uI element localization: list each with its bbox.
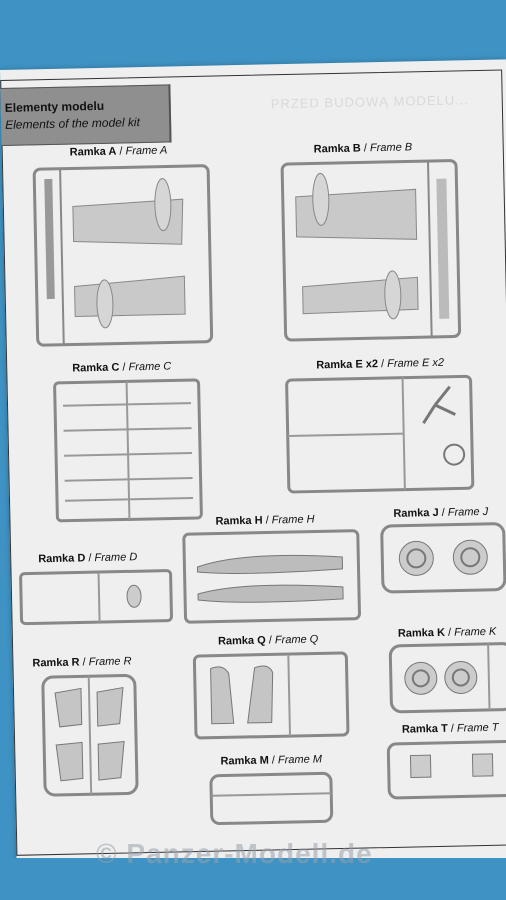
frame-q-label: Ramka Q / Frame Q [217, 633, 319, 648]
frame-k-name: Ramka K [397, 626, 446, 640]
frame-b-label: Ramka B / Frame B [313, 141, 413, 156]
frame-q-en: Frame Q [274, 633, 319, 647]
frame-k-label: Ramka K / Frame K [397, 625, 497, 640]
frame-k-sprue [388, 641, 506, 714]
frame-h-en: Frame H [271, 513, 315, 527]
frame-h-label: Ramka H / Frame H [215, 513, 315, 528]
frame-b-name: Ramka B [313, 142, 361, 156]
watermark: © Panzer-Modell.de [96, 838, 373, 869]
frame-c-name: Ramka C [72, 361, 120, 375]
frame-m-name: Ramka M [220, 754, 269, 768]
frame-d-sprue [19, 568, 174, 626]
frame-a-name: Ramka A [69, 145, 117, 159]
frame-q-name: Ramka Q [217, 634, 266, 648]
frame-r-label: Ramka R / Frame R [32, 655, 132, 670]
frame-c-sprue [53, 378, 204, 523]
frame-r-name: Ramka R [32, 656, 80, 670]
frame-k-en: Frame K [454, 625, 497, 639]
frame-d-name: Ramka D [38, 552, 86, 566]
frame-j-label: Ramka J / Frame J [393, 505, 489, 520]
frame-e-sprue [285, 374, 475, 494]
header-title-pl: Elementy modelu [4, 98, 105, 115]
frame-e-name: Ramka E x2 [316, 358, 379, 372]
frame-j-en: Frame J [447, 505, 489, 519]
frame-m-en: Frame M [277, 753, 323, 767]
frame-a-label: Ramka A / Frame A [69, 144, 168, 159]
frame-t-en: Frame T [456, 721, 499, 735]
frame-h-sprue [182, 529, 362, 625]
frame-h-name: Ramka H [215, 514, 263, 528]
frame-d-en: Frame D [94, 551, 138, 565]
frame-d-label: Ramka D / Frame D [38, 551, 138, 566]
frame-t-label: Ramka T / Frame T [401, 721, 499, 736]
instruction-sheet: Elementy modelu Elements of the model ki… [0, 59, 506, 870]
background-strip [0, 858, 506, 900]
frame-q-sprue [192, 651, 350, 740]
frame-m-label: Ramka M / Frame M [220, 753, 323, 768]
section-header: Elementy modelu Elements of the model ki… [0, 84, 172, 146]
frame-m-sprue [209, 771, 334, 826]
frame-t-name: Ramka T [401, 722, 448, 736]
frame-b-en: Frame B [369, 141, 413, 155]
frame-a-en: Frame A [125, 144, 168, 158]
frame-r-en: Frame R [88, 655, 132, 669]
frame-c-en: Frame C [128, 360, 172, 374]
frame-c-label: Ramka C / Frame C [72, 360, 172, 375]
frame-a-sprue [32, 164, 214, 348]
header-title-en: Elements of the model kit [5, 115, 141, 132]
frame-j-sprue [380, 522, 506, 595]
frame-e-en: Frame E x2 [387, 356, 445, 370]
frame-r-sprue [41, 673, 140, 797]
frame-j-name: Ramka J [393, 506, 439, 520]
frame-b-sprue [280, 158, 462, 342]
frame-t-sprue [386, 739, 506, 800]
